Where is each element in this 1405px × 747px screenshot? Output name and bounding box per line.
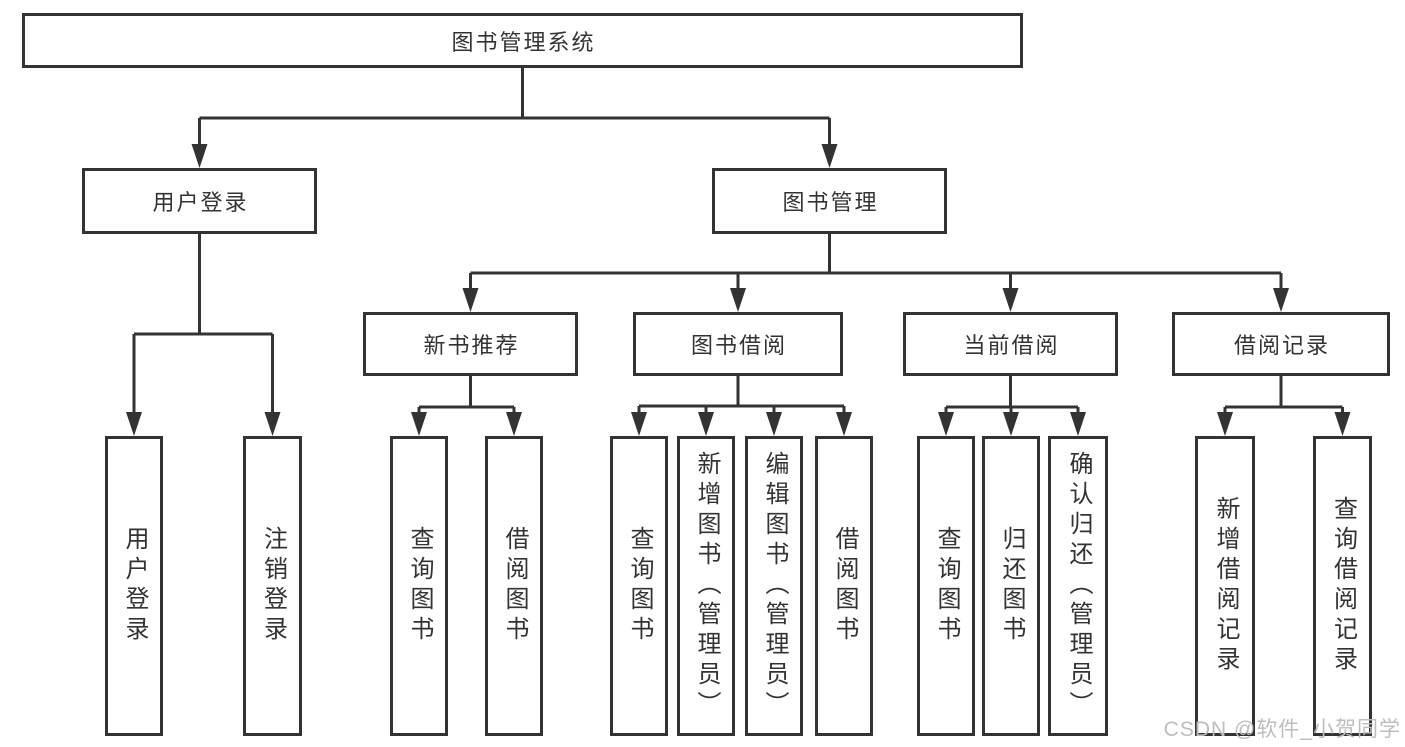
node-label: 用户登录 (121, 526, 148, 646)
node-label: 确认归还（管理员） (1065, 451, 1092, 721)
node-label: 借阅图书 (831, 526, 858, 646)
leaf-nbr-query-book: 查询图书 (390, 436, 448, 736)
leaf-user-login: 用户登录 (105, 436, 163, 736)
node-root-system: 图书管理系统 (22, 13, 1023, 68)
node-borrow-records: 借阅记录 (1172, 312, 1390, 376)
leaf-br-query-record: 查询借阅记录 (1313, 436, 1372, 736)
node-label: 归还图书 (998, 526, 1025, 646)
leaf-cb-return-book: 归还图书 (982, 436, 1040, 736)
leaf-cb-confirm-return-admin: 确认归还（管理员） (1048, 436, 1108, 736)
leaf-bb-add-book-admin: 新增图书（管理员） (677, 436, 735, 736)
watermark: CSDN @软件_小贺同学 (1163, 718, 1401, 741)
node-label: 编辑图书（管理员） (761, 451, 788, 721)
node-label: 新增图书（管理员） (693, 451, 720, 721)
node-book-borrow: 图书借阅 (633, 312, 843, 376)
node-label: 查询图书 (626, 526, 653, 646)
node-label: 查询借阅记录 (1329, 496, 1357, 676)
node-label: 新增借阅记录 (1212, 496, 1239, 676)
node-user-login-group: 用户登录 (82, 168, 317, 234)
node-label: 图书管理 (782, 190, 879, 215)
node-label: 当前借阅 (963, 333, 1060, 358)
node-new-book-recommend: 新书推荐 (363, 312, 578, 376)
node-label: 新书推荐 (423, 333, 520, 358)
leaf-bb-edit-book-admin: 编辑图书（管理员） (745, 436, 803, 736)
node-label: 图书管理系统 (451, 29, 596, 55)
node-label: 借阅图书 (501, 526, 528, 646)
leaf-bb-query-book: 查询图书 (610, 436, 668, 736)
node-label: 图书借阅 (690, 333, 787, 358)
leaf-cb-query-book: 查询图书 (917, 436, 975, 736)
node-label: 用户登录 (152, 190, 249, 215)
leaf-bb-borrow-book: 借阅图书 (815, 436, 873, 736)
node-book-management: 图书管理 (712, 168, 947, 234)
node-label: 查询图书 (933, 526, 960, 646)
leaf-nbr-borrow-book: 借阅图书 (485, 436, 543, 736)
node-label: 查询图书 (406, 526, 433, 646)
node-current-borrow: 当前借阅 (903, 312, 1118, 376)
node-label: 注销登录 (259, 526, 287, 646)
node-label: 借阅记录 (1233, 333, 1330, 358)
leaf-br-add-record: 新增借阅记录 (1195, 436, 1255, 736)
leaf-logout: 注销登录 (243, 436, 302, 736)
